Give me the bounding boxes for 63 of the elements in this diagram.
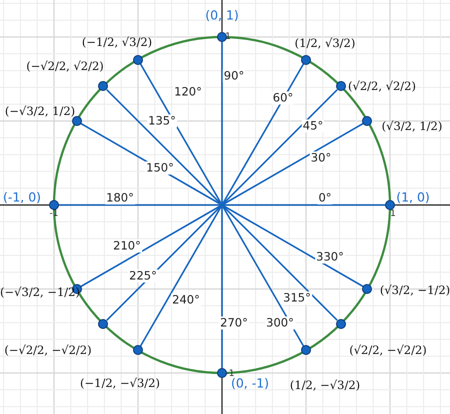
angle-label: 30° [310, 152, 332, 164]
angle-label: 60° [272, 92, 294, 104]
coordinate-label: (-1, 0) [2, 190, 42, 204]
coordinate-label: (√2/2, √2/2) [348, 79, 416, 93]
angle-label: 315° [282, 292, 312, 304]
point-marker [49, 200, 59, 210]
tick-label: 1 [390, 209, 396, 219]
radius-line [80, 205, 221, 288]
radius-line [140, 63, 222, 204]
coordinate-label: (0, 1) [205, 8, 239, 22]
radius-line [222, 63, 304, 204]
radius-line [224, 204, 385, 206]
coordinate-label: (√3/2, −1/2) [380, 283, 450, 297]
radius-line [59, 204, 220, 206]
coordinate-label: (−√2/2, −√2/2) [4, 343, 92, 357]
point-marker [385, 200, 395, 210]
angle-label: 135° [147, 114, 177, 128]
point-marker [133, 54, 143, 64]
radius-line [140, 206, 222, 347]
coordinate-label: (−√3/2, −1/2) [0, 285, 80, 299]
angle-label: 210° [112, 240, 142, 252]
radius-line [222, 89, 338, 204]
coordinate-label: (√2/2, −√2/2) [349, 343, 427, 357]
coordinate-label: (1, 0) [396, 190, 430, 204]
angle-label: 300° [265, 316, 295, 330]
angle-label: 120° [173, 86, 203, 98]
angle-label: 270° [219, 316, 249, 330]
coordinate-label: (1/2, √3/2) [294, 36, 356, 50]
radius-line [221, 207, 223, 368]
radius-line [106, 89, 222, 204]
point-marker [336, 81, 346, 92]
angle-label: 240° [171, 294, 201, 306]
point-marker [217, 32, 227, 42]
radius-line [223, 122, 364, 205]
radius-line [222, 206, 338, 321]
angle-label: 0° [317, 192, 333, 204]
coordinate-label: (−1/2, √3/2) [82, 35, 152, 49]
radius-line [223, 205, 364, 288]
radius-line [221, 42, 223, 203]
coordinate-label: (−1/2, −√3/2) [80, 376, 160, 390]
point-marker [301, 54, 311, 64]
angle-label: 45° [302, 120, 324, 132]
coordinate-label: (−√2/2, √2/2) [26, 59, 104, 73]
point-marker [217, 368, 227, 378]
point-marker [301, 345, 311, 356]
point-marker [133, 345, 143, 356]
radius-line [106, 206, 222, 321]
coordinate-label: (1/2, −√3/2) [290, 378, 360, 392]
angle-label: 180° [105, 192, 135, 204]
angle-label: 330° [315, 250, 345, 264]
point-marker [98, 81, 108, 92]
coordinate-label: (√3/2, 1/2) [382, 119, 442, 133]
angle-label: 90° [222, 70, 246, 82]
point-marker [72, 116, 82, 126]
tick-label: 1 [225, 32, 231, 42]
coordinate-label: (−√3/2, 1/2) [4, 104, 76, 118]
angle-label: 150° [145, 162, 175, 174]
angle-label: 225° [128, 270, 158, 282]
point-marker [98, 318, 108, 329]
radius-line [222, 206, 304, 347]
origin-point [220, 203, 224, 207]
point-marker [362, 116, 372, 126]
point-marker [362, 284, 372, 294]
